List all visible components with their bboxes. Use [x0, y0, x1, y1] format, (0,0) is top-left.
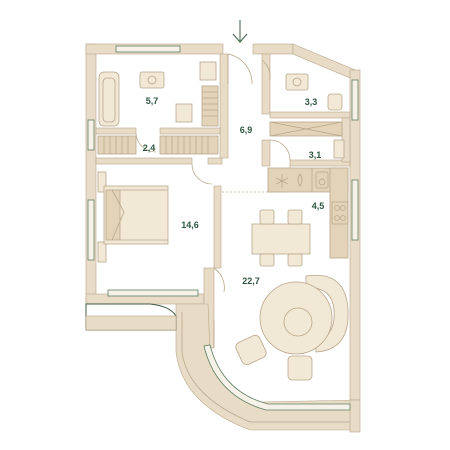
bathroom-fixtures — [98, 61, 219, 127]
doors — [135, 53, 291, 293]
room-label-bedroom: 14,6 — [181, 220, 199, 230]
room-labels: 5,7 3,3 6,9 2,4 3,1 14,6 4,5 22,7 — [143, 96, 325, 286]
room-label-living: 22,7 — [242, 276, 260, 286]
room-label-storage: 3,1 — [309, 150, 322, 160]
wc-fixtures — [285, 73, 343, 111]
windows — [87, 45, 359, 297]
closet-wardrobe — [97, 135, 219, 155]
living-furniture — [213, 274, 349, 381]
kitchen-counter — [267, 167, 349, 259]
storage-shelves — [269, 121, 345, 159]
dining-table — [251, 209, 311, 267]
balcony — [85, 303, 361, 433]
arrow-down-icon — [232, 20, 248, 43]
room-label-closet: 2,4 — [143, 143, 156, 153]
room-label-bathroom: 5,7 — [146, 96, 159, 106]
room-label-kitchen: 4,5 — [312, 201, 325, 211]
room-label-hall: 6,9 — [240, 125, 253, 135]
bedroom-furniture — [97, 171, 169, 263]
room-label-wc: 3,3 — [305, 97, 318, 107]
